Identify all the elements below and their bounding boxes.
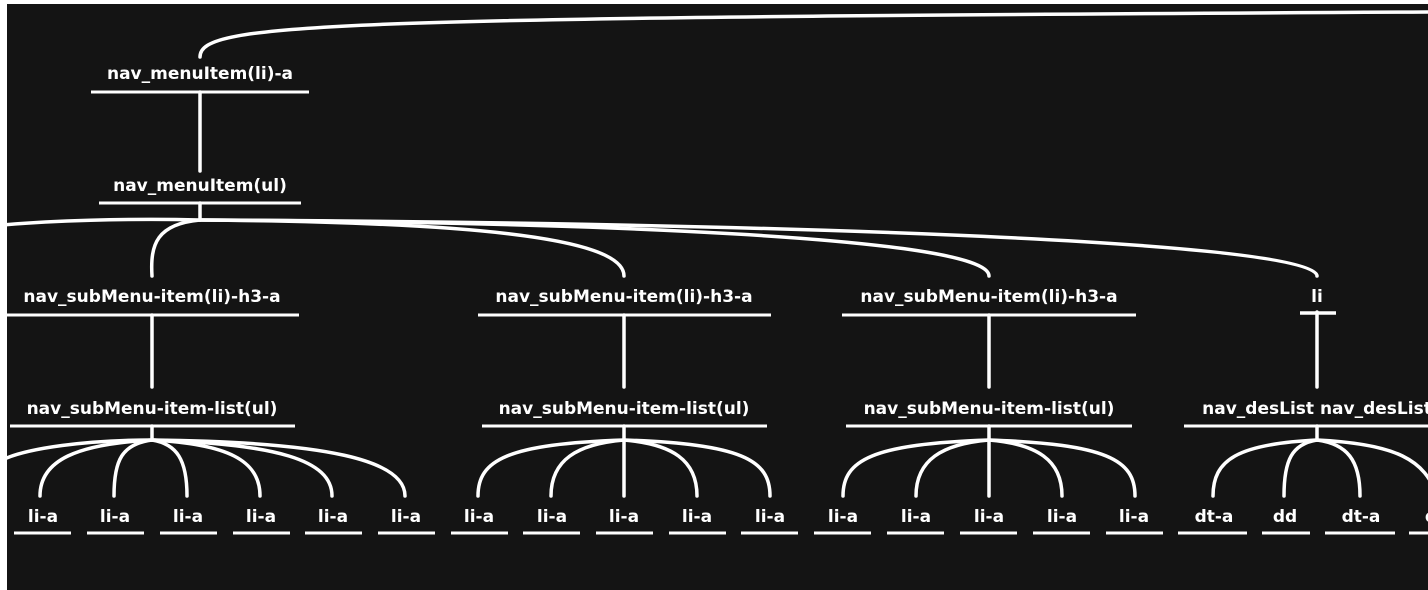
edge-list2-leaf4 [622,438,699,498]
edge-ul-to-li [198,218,1319,278]
leaf-label: li-a [682,507,712,527]
node-sub2-list: nav_subMenu-item-list(ul) [499,399,750,419]
edge-ul-to-sub2 [198,218,626,278]
leaf-label: li-a [246,507,276,527]
node-sub2-h3: nav_subMenu-item(li)-h3-a [495,287,752,307]
edge-list1-leaf2 [112,438,154,498]
leaf-label: li-a [1119,507,1149,527]
edge-deslist-leaf4 [1315,438,1428,481]
edge-list2-leaf5 [622,438,772,498]
node-menu-item-ul: nav_menuItem(ul) [113,176,287,196]
leaf-label: li-a [464,507,494,527]
edge-list2-leaf1 [476,438,626,498]
edge-deslist-leaf2 [1282,438,1319,498]
edge-ul-left-offscreen [7,217,202,227]
edge-list2-leaf2 [549,438,626,498]
node-sub1-h3: nav_subMenu-item(li)-h3-a [23,287,280,307]
leaf-label: li-a [173,507,203,527]
leaf-label: li-a [391,507,421,527]
node-sub3-list: nav_subMenu-item-list(ul) [864,399,1115,419]
edge-ul-to-sub3 [198,218,991,278]
node-sub1-list: nav_subMenu-item-list(ul) [27,399,278,419]
leaf-label: li-a [100,507,130,527]
tree-edges [7,10,1428,498]
edge-deslist-leaf1 [1211,438,1319,498]
edge-list1-leaf3 [150,438,189,498]
tree-diagram-canvas: nav_menuItem(li)-a nav_menuItem(ul) nav_… [7,4,1428,590]
edge-list3-leaf5 [987,438,1137,498]
edge-list3-leaf4 [987,438,1064,498]
node-des-list: nav_desList nav_desList [1202,399,1428,419]
leaf-label: li-a [974,507,1004,527]
leaf-label: li-a [755,507,785,527]
leaf-label: dt-a [1195,507,1234,527]
edge-deslist-leaf3 [1315,438,1362,498]
node-sub3-h3: nav_subMenu-item(li)-h3-a [860,287,1117,307]
leaf-label: li-a [28,507,58,527]
leaf-label: li-a [537,507,567,527]
edge-list1-leaf6 [150,438,407,498]
node-menu-item-a: nav_menuItem(li)-a [107,64,293,84]
edge-list3-leaf2 [914,438,991,498]
node-li: li [1311,287,1323,307]
edge-list1-leaf1 [38,438,154,498]
leaf-label: dt-a [1342,507,1381,527]
leaf-label: li-a [901,507,931,527]
leaf-label: li-a [609,507,639,527]
leaf-label: li-a [1047,507,1077,527]
edge-root-to-menu-item [198,10,1428,59]
leaf-label: li-a [828,507,858,527]
leaf-label: dd [1273,507,1297,527]
tree-diagram: nav_menuItem(li)-a nav_menuItem(ul) nav_… [7,10,1428,535]
tree-nodes: nav_menuItem(li)-a nav_menuItem(ul) nav_… [7,64,1428,535]
edge-ul-to-sub1 [149,218,202,278]
leaf-label: li-a [318,507,348,527]
edge-list3-leaf1 [841,438,991,498]
leaf-label: d [1425,507,1428,527]
